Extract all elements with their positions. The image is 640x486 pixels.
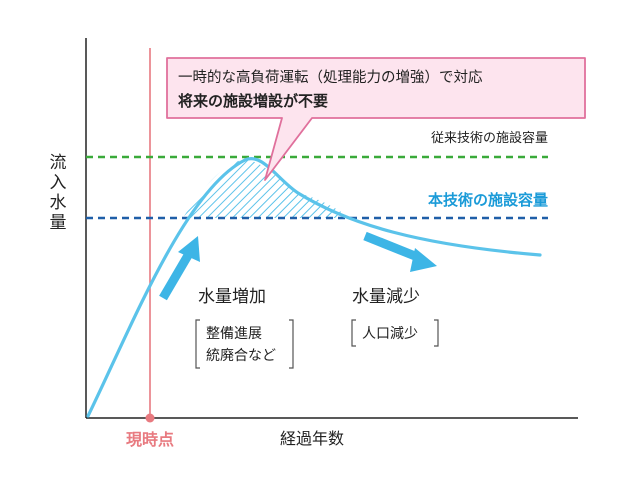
increase-arrow	[159, 236, 200, 301]
increase-reason: 統廃合など	[206, 347, 276, 364]
y-axis-label-char: 入	[50, 173, 67, 193]
y-axis-label-char: 水	[50, 193, 67, 213]
inflow-curve	[86, 157, 542, 418]
decrease-title: 水量減少	[352, 287, 420, 307]
decrease-arrow	[363, 231, 437, 272]
y-axis-label-char: 量	[50, 213, 67, 233]
now-label: 現時点	[126, 430, 174, 449]
callout-box	[166, 57, 586, 181]
increase-title: 水量増加	[198, 287, 266, 307]
callout-line-2: 将来の施設増設が不要	[178, 92, 328, 110]
new-capacity-label: 本技術の施設容量	[428, 191, 548, 209]
now-marker	[145, 413, 155, 423]
increase-bracket-right	[289, 319, 294, 369]
decrease-reason: 人口減少	[362, 325, 418, 342]
decrease-bracket-right	[434, 319, 439, 347]
conventional-capacity-label: 従来技術の施設容量	[431, 130, 548, 146]
increase-bracket-left	[195, 319, 200, 369]
increase-reason: 整備進展	[206, 326, 262, 342]
decrease-bracket-left	[351, 319, 356, 347]
callout-line-1: 一時的な高負荷運転（処理能力の増強）で対応	[178, 69, 483, 86]
x-axis-label: 経過年数	[280, 429, 344, 448]
y-axis-label-char: 流	[50, 153, 67, 173]
